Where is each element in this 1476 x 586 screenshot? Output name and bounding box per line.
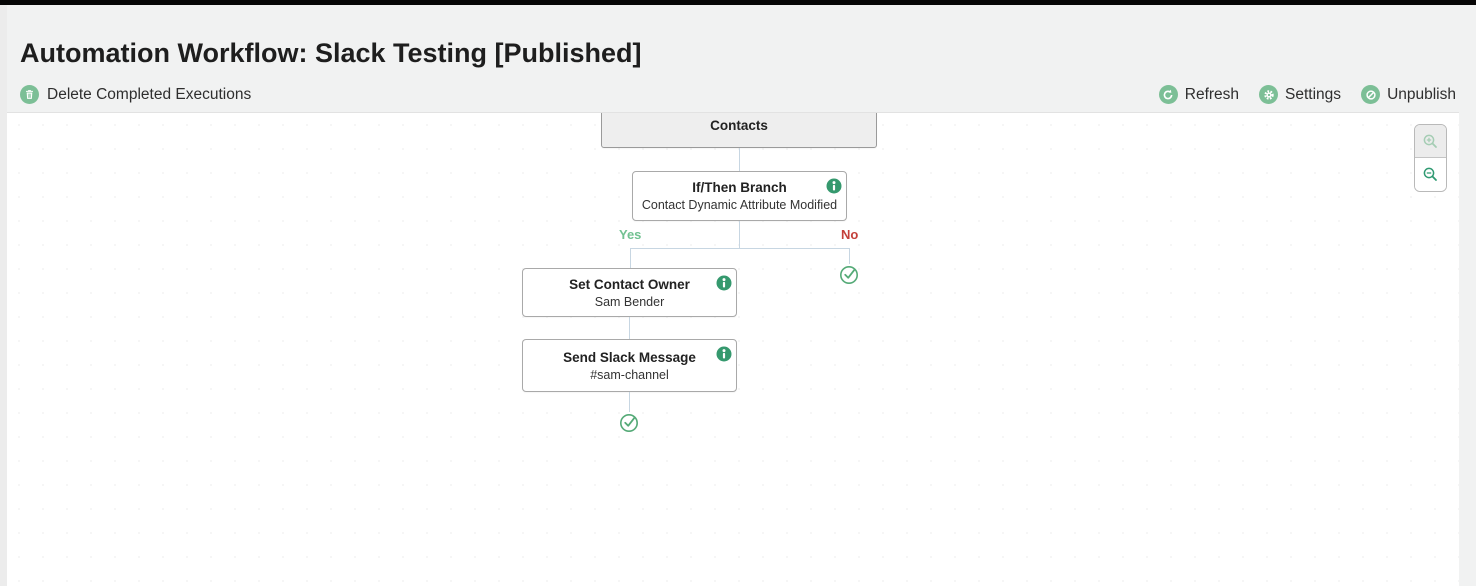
connector-line [739, 221, 740, 248]
settings-label: Settings [1285, 85, 1342, 103]
end-checkmark-yes [619, 412, 640, 433]
node-title: Contacts [710, 118, 768, 133]
node-title: Send Slack Message [563, 350, 696, 365]
connector-line [849, 248, 850, 264]
info-icon[interactable] [716, 275, 732, 291]
workflow-node-ifthen-branch[interactable]: If/Then Branch Contact Dynamic Attribute… [632, 171, 847, 221]
delete-completed-executions-label: Delete Completed Executions [47, 85, 252, 103]
connector-line [630, 248, 850, 249]
connector-line [630, 248, 631, 268]
workflow-node-send-slack-message[interactable]: Send Slack Message #sam-channel [522, 339, 737, 392]
zoom-out-icon [1423, 167, 1437, 181]
node-title: Set Contact Owner [569, 277, 690, 292]
top-black-bar [0, 0, 1476, 5]
node-title: If/Then Branch [692, 180, 787, 195]
canvas-zoom-controls [1414, 124, 1447, 192]
workflow-canvas[interactable]: Contacts If/Then Branch Contact Dynamic … [7, 112, 1459, 586]
connector-line [629, 317, 630, 339]
refresh-button[interactable]: Refresh [1158, 85, 1240, 104]
info-icon[interactable] [826, 178, 842, 194]
workflow-node-set-contact-owner[interactable]: Set Contact Owner Sam Bender [522, 268, 737, 317]
unpublish-icon [1361, 85, 1381, 104]
unpublish-button[interactable]: Unpublish [1361, 85, 1456, 104]
gear-icon [1259, 85, 1279, 104]
node-subtitle: Sam Bender [594, 294, 665, 309]
node-subtitle: #sam-channel [590, 367, 669, 382]
settings-button[interactable]: Settings [1259, 85, 1341, 104]
left-edge-strip [0, 5, 7, 586]
node-subtitle: Contact Dynamic Attribute Modified [641, 197, 838, 212]
unpublish-label: Unpublish [1387, 85, 1456, 103]
connector-line [739, 148, 740, 171]
branch-label-no: No [841, 227, 859, 242]
trash-icon [20, 85, 39, 104]
delete-completed-executions-button[interactable]: Delete Completed Executions [20, 85, 251, 104]
refresh-label: Refresh [1184, 85, 1240, 103]
zoom-in-icon [1423, 134, 1437, 148]
info-icon[interactable] [716, 346, 732, 362]
page-title: Automation Workflow: Slack Testing [Publ… [20, 38, 642, 68]
zoom-out-button[interactable] [1415, 158, 1446, 191]
connector-line [629, 392, 630, 412]
zoom-in-button[interactable] [1415, 125, 1446, 158]
workflow-node-contacts[interactable]: Contacts [601, 113, 877, 148]
refresh-icon [1158, 85, 1178, 104]
header-actions: Refresh Settings Unpublish [1158, 85, 1456, 104]
end-checkmark-no [839, 264, 860, 285]
branch-label-yes: Yes [619, 227, 642, 242]
